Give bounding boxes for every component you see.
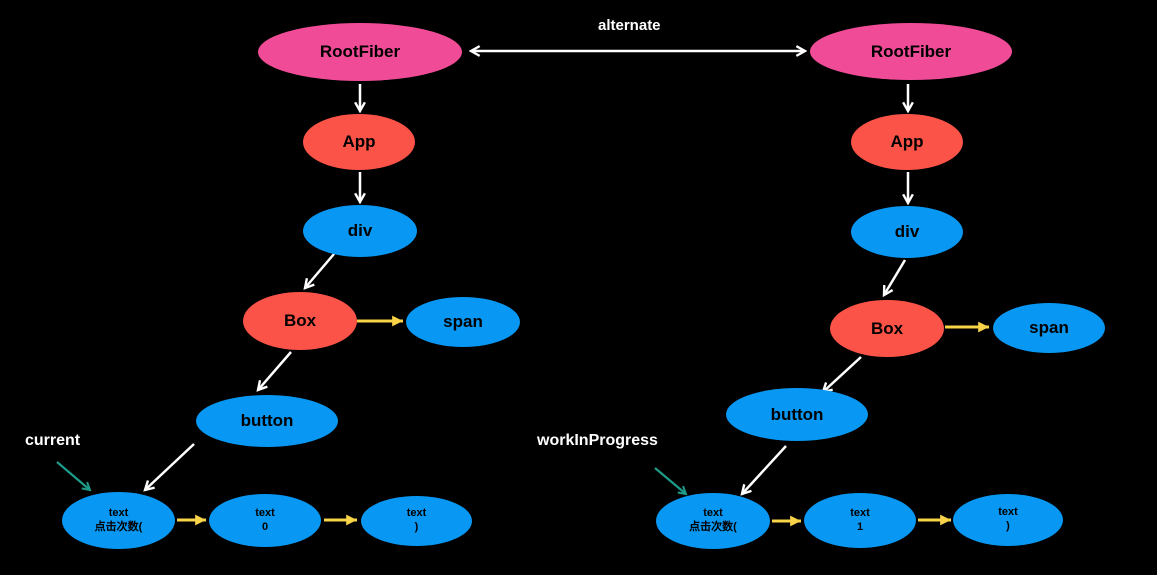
node-text-3-right: text ) [953,494,1063,546]
edge-box-button-right [823,356,862,392]
edge-div-box-left [305,253,335,288]
node-box-right: Box [830,300,944,357]
node-label: button [240,411,294,431]
node-text-1-right: text 点击次数( [656,493,770,549]
node-app-right: App [851,114,963,170]
node-text-1-left: text 点击次数( [62,492,175,549]
edge-current-pointer [56,461,90,490]
alternate-label: alternate [598,17,661,34]
node-label-value: 1 [856,520,864,533]
node-text-2-left: text 0 [209,494,321,547]
node-app-left: App [303,114,415,170]
node-label: span [1029,318,1069,338]
node-div-left: div [303,205,417,257]
node-label-type: text [703,507,723,520]
node-label: div [894,222,920,242]
node-text-2-right: text 1 [804,493,916,548]
node-box-left: Box [243,292,357,350]
edge-button-text-left [145,443,195,490]
node-label: button [770,404,824,424]
node-label-value: 点击次数( [94,520,143,533]
node-label: span [443,312,483,332]
edge-div-box-right [884,259,907,295]
node-label-type: text [255,506,275,519]
node-label-value: ) [414,521,419,533]
node-label-type: text [998,506,1018,519]
node-rootfiber-left: RootFiber [258,23,462,81]
node-text-3-left: text ) [361,496,472,546]
node-label-value: 0 [261,520,269,533]
current-label: current [25,432,81,449]
node-span-right: span [993,303,1105,353]
node-label: Box [870,318,904,338]
edge-workinprogress-pointer [654,467,686,494]
node-label-value: 点击次数( [689,521,737,533]
node-label-type: text [406,507,427,520]
node-label: div [347,221,373,241]
node-label: Box [283,311,317,331]
workinprogress-label: workInProgress [537,432,658,449]
node-span-left: span [406,297,520,347]
node-label: RootFiber [870,41,952,61]
node-label-value: ) [1006,520,1010,532]
node-label-type: text [108,506,129,519]
node-button-left: button [196,395,338,447]
node-label: App [890,132,924,152]
node-label: RootFiber [319,42,401,62]
edge-box-button-left [258,351,292,390]
node-label: App [342,132,376,152]
node-button-right: button [726,388,868,441]
node-div-right: div [851,206,963,258]
node-rootfiber-right: RootFiber [810,23,1012,80]
edge-button-text-right [742,445,787,494]
node-label-type: text [850,506,870,519]
